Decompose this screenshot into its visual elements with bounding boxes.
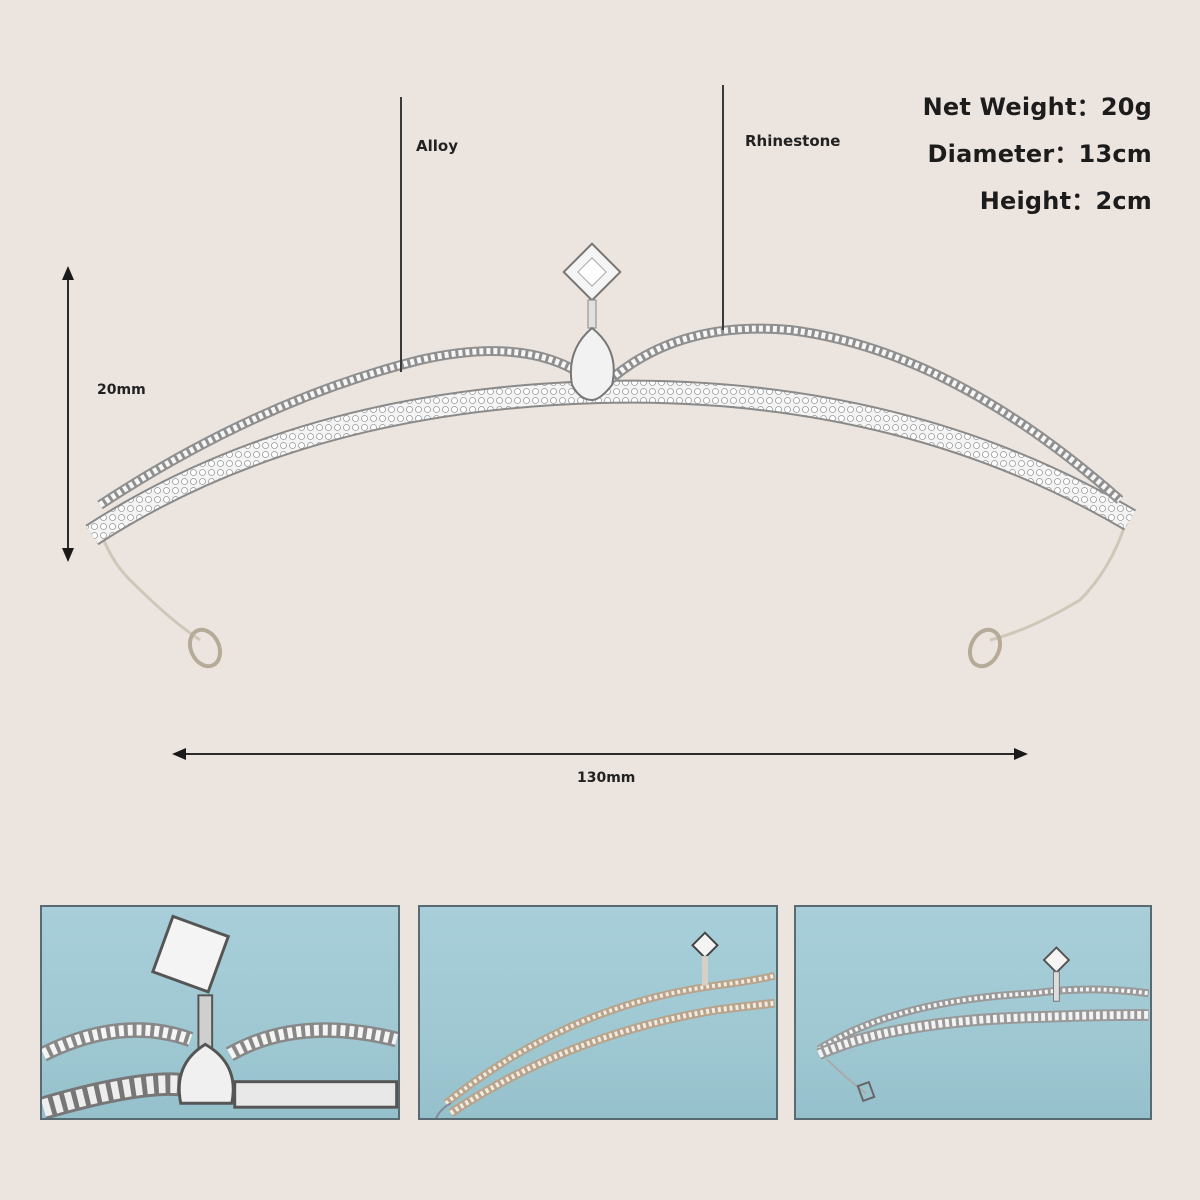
alloy-callout: Alloy bbox=[416, 137, 458, 155]
net-weight-spec: Net Weight：20g bbox=[922, 93, 1152, 121]
gallery-thumb-side[interactable] bbox=[418, 905, 778, 1120]
height-spec: Height：2cm bbox=[979, 187, 1152, 215]
rhinestone-callout: Rhinestone bbox=[745, 132, 841, 150]
tiara-closeup-image bbox=[42, 914, 398, 1118]
height-dimension-label: 20mm bbox=[97, 382, 146, 398]
width-dimension-arrow bbox=[172, 748, 1028, 760]
tiara-side-image bbox=[435, 931, 776, 1118]
tiara-product-image bbox=[85, 242, 1137, 669]
gallery-thumb-closeup[interactable] bbox=[40, 905, 400, 1120]
width-dimension-label: 130mm bbox=[577, 770, 636, 786]
diameter-spec: Diameter：13cm bbox=[927, 140, 1152, 168]
gallery-thumb-three-quarter[interactable] bbox=[794, 905, 1152, 1120]
rhinestone-leader-line bbox=[722, 85, 724, 330]
spec-block: Net Weight：20g Diameter：13cm Height：2cm bbox=[923, 84, 1152, 225]
alloy-leader-line bbox=[400, 97, 402, 372]
tiara-three-quarter-image bbox=[816, 946, 1150, 1103]
height-dimension-arrow bbox=[62, 266, 74, 562]
